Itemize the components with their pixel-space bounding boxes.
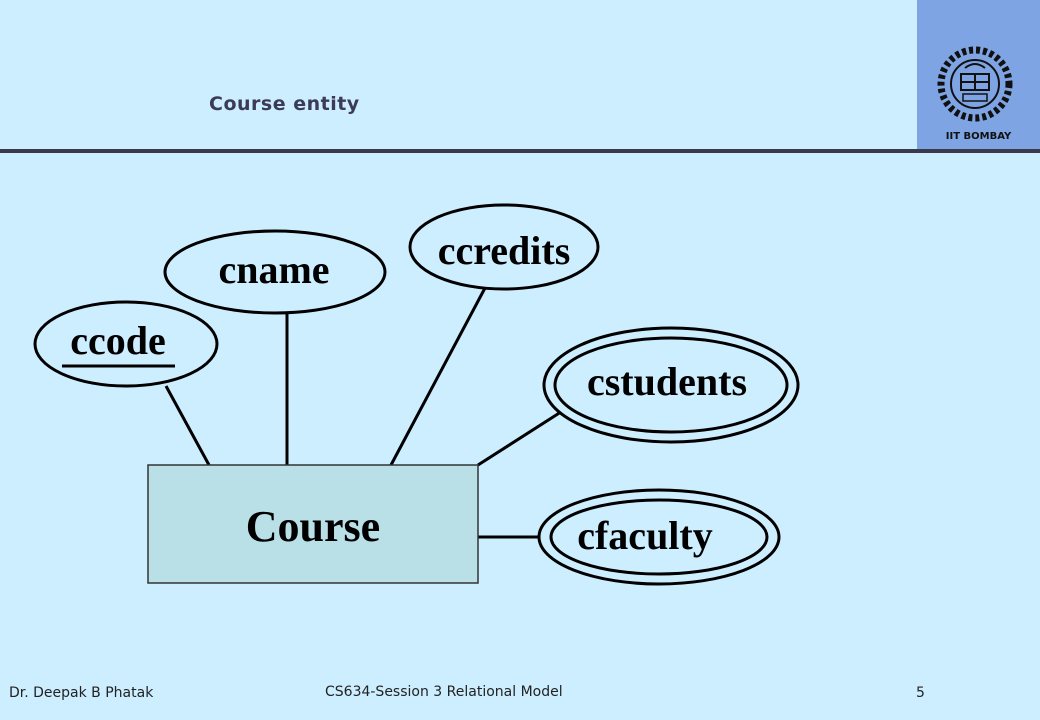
connector-ccredits	[389, 287, 487, 466]
footer-session: CS634-Session 3 Relational Model	[325, 684, 563, 700]
slide-title: Course entity	[209, 93, 360, 115]
attribute-cstudents-label: cstudents	[587, 359, 747, 404]
attribute-cname-label: cname	[218, 247, 329, 292]
entity-course-box	[147, 464, 479, 584]
attribute-cstudents-inner-ellipse	[553, 336, 789, 434]
attribute-cfaculty-inner-ellipse	[549, 498, 769, 576]
connector-cstudents	[477, 408, 565, 467]
header-divider	[0, 149, 1040, 153]
iit-bombay-seal-icon	[937, 46, 1013, 122]
attribute-cfaculty-label: cfaculty	[577, 513, 713, 558]
footer-author: Dr. Deepak B Phatak	[9, 685, 154, 701]
connector-ccode	[164, 385, 211, 466]
entity-course-label: Course	[246, 502, 380, 551]
attribute-ccredits-ellipse	[408, 203, 600, 291]
attribute-ccode-label: ccode	[70, 318, 166, 363]
logo-caption: IIT BOMBAY	[945, 131, 1012, 142]
footer-page-number: 5	[916, 685, 925, 701]
attribute-ccredits-label: ccredits	[438, 228, 571, 273]
attribute-cname-ellipse	[163, 229, 387, 315]
logo-panel: IIT BOMBAY	[917, 0, 1040, 149]
